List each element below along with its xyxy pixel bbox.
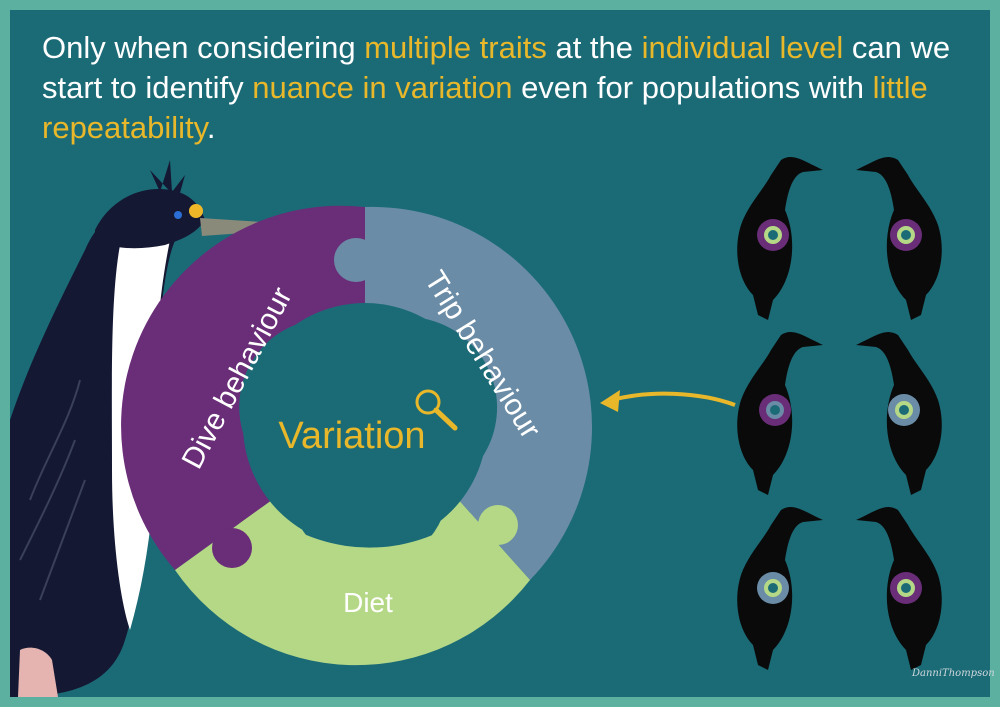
highlight-little-repeatability: little repeatability (42, 70, 928, 145)
puzzle-knob-dive (212, 528, 252, 568)
ring-center-hole (243, 303, 487, 547)
shag-head (95, 189, 205, 249)
poster-panel: Only when considering multiple traits at… (10, 10, 990, 697)
headline: Only when considering multiple traits at… (42, 28, 972, 148)
shag-foot (18, 647, 58, 697)
shag-feather-lines (19, 379, 86, 601)
bird-silhouette-5 (737, 507, 823, 670)
headline-text-3: can we start to identify (42, 30, 951, 105)
puzzle-knob-trip (334, 238, 378, 282)
highlight-individual-level: individual level (641, 30, 844, 65)
ring-sectors (121, 205, 593, 666)
headline-text-4: even for populations with (512, 70, 873, 105)
sector-diet (175, 487, 530, 666)
headline-text-5: . (206, 110, 216, 145)
center-label: Variation (278, 415, 425, 457)
bird-silhouette-6 (856, 507, 942, 670)
sector-trip (365, 206, 593, 580)
bird-silhouettes (737, 157, 942, 670)
curved-arrow-icon (600, 390, 736, 412)
bird-silhouette-4 (856, 332, 942, 495)
label-diet: Diet (343, 587, 393, 618)
artist-signature: DanniThompson (912, 668, 995, 679)
bird-silhouette-2 (856, 157, 942, 320)
sector-dive (121, 205, 366, 570)
bird-silhouette-1 (737, 157, 823, 320)
magnifier-icon (415, 389, 458, 431)
puzzle-knob-diet (478, 505, 518, 545)
diagram-canvas: Variation Dive behaviour Trip behaviour … (10, 157, 942, 697)
shag-caruncle (189, 204, 203, 218)
highlight-multiple-traits: multiple traits (364, 30, 547, 65)
highlight-nuance: nuance in variation (252, 70, 513, 105)
shag-eye (174, 211, 182, 219)
headline-text-2: at the (546, 30, 642, 65)
shag-crest (150, 160, 185, 200)
bird-silhouette-3 (737, 332, 823, 495)
headline-text-1: Only when considering (42, 30, 365, 65)
